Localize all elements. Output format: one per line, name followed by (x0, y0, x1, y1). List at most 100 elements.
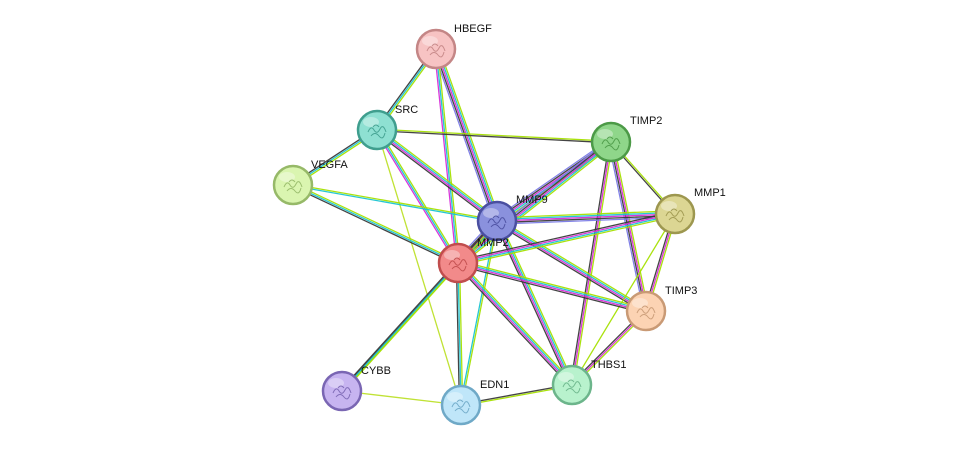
edge-src-mmp2[interactable] (375, 128, 460, 265)
protein-structure-icon (283, 179, 303, 194)
node-circle[interactable] (551, 364, 593, 406)
edge-channel-black (375, 131, 496, 224)
node-label: MMP9 (516, 194, 548, 206)
edge-mmp2-thbs1[interactable] (455, 260, 575, 388)
node-circle[interactable] (321, 370, 363, 412)
edge-mmp2-edn1[interactable] (455, 262, 464, 406)
edge-mmp1-thbs1[interactable] (571, 213, 676, 386)
edge-channel-green (458, 262, 464, 405)
edge-channel-cyan (458, 142, 613, 265)
node-circle[interactable] (415, 28, 457, 70)
node-circle[interactable] (654, 193, 696, 235)
node-circle[interactable] (356, 109, 398, 151)
edge-channel-green (461, 221, 499, 406)
edge-channel-green (378, 127, 499, 220)
node-highlight (661, 201, 677, 211)
protein-structure-icon (636, 305, 656, 320)
edge-src-edn1[interactable] (376, 129, 462, 406)
edge-vegfa-mmp9[interactable] (292, 183, 498, 223)
edge-mmp2-timp3[interactable] (457, 260, 647, 314)
node-edn1[interactable]: EDN1 (440, 379, 509, 426)
protein-structure-icon (332, 385, 352, 400)
node-timp2[interactable]: TIMP2 (590, 115, 662, 163)
edge-hbegf-mmp2[interactable] (433, 48, 461, 264)
edge-timp2-thbs1[interactable] (569, 141, 614, 386)
node-circle[interactable] (625, 290, 667, 332)
node-highlight (483, 208, 499, 218)
protein-structure-icon (665, 208, 685, 223)
edge-channel-cyan (458, 214, 676, 265)
edge-channel-cyan (341, 262, 459, 392)
edge-channel-magenta (496, 213, 676, 222)
edge-channel-black (457, 211, 675, 262)
node-vegfa[interactable]: VEGFA (272, 159, 348, 206)
protein-structure-icon (367, 124, 387, 139)
node-circle[interactable] (437, 242, 479, 284)
edge-channel-green (498, 219, 575, 385)
node-src[interactable]: SRC (356, 104, 418, 151)
node-label: MMP2 (477, 237, 509, 249)
edge-channel-black (340, 261, 458, 391)
node-mmp9[interactable]: MMP9 (476, 194, 548, 242)
edge-channel-black (495, 222, 646, 314)
edge-channel-green (377, 128, 612, 142)
edge-channel-blue (494, 138, 610, 219)
edge-channel-green (459, 260, 575, 384)
edge-channel-magenta (433, 49, 458, 264)
edge-channel-cyan (292, 185, 497, 223)
edge-channel-green (436, 48, 461, 263)
edge-channel-lime (376, 129, 462, 406)
edge-channel-cyan (497, 219, 647, 311)
edge-channel-black (376, 130, 611, 144)
edge-channel-cyan (457, 262, 462, 406)
protein-structure-icon (451, 399, 471, 414)
node-highlight (597, 129, 613, 139)
edge-channel-cyan (496, 211, 675, 221)
edge-channel-green (572, 142, 614, 386)
edge-channel-black (457, 264, 646, 314)
node-circle[interactable] (590, 121, 632, 163)
node-thbs1[interactable]: THBS1 (551, 359, 626, 406)
node-label: HBEGF (454, 23, 492, 35)
node-circle[interactable] (272, 164, 314, 206)
node-label: MMP1 (694, 187, 726, 199)
edge-mmp2-cybb[interactable] (340, 261, 460, 393)
edge-channel-magenta (496, 221, 646, 313)
node-hbegf[interactable]: HBEGF (415, 23, 492, 70)
node-circle[interactable] (476, 200, 518, 242)
edges-layer (291, 47, 678, 407)
edge-channel-cyan (458, 261, 647, 311)
node-timp3[interactable]: TIMP3 (625, 285, 697, 332)
edge-src-mmp9[interactable] (375, 127, 499, 224)
node-label: SRC (395, 104, 418, 116)
edge-channel-magenta (457, 212, 675, 263)
node-highlight (632, 298, 648, 308)
edge-channel-magenta (375, 130, 458, 265)
edge-mmp9-mmp1[interactable] (496, 210, 676, 225)
node-mmp2[interactable]: MMP2 (437, 237, 509, 284)
edge-channel-green (293, 183, 498, 221)
node-highlight (363, 117, 379, 127)
protein-structure-icon (426, 43, 446, 58)
edge-vegfa-mmp2[interactable] (292, 182, 459, 266)
node-cybb[interactable]: CYBB (321, 365, 391, 412)
node-mmp1[interactable]: MMP1 (654, 187, 726, 235)
edge-channel-magenta (376, 130, 497, 223)
protein-structure-icon (562, 379, 582, 394)
node-highlight (328, 378, 344, 388)
edge-mmp9-edn1[interactable] (459, 220, 499, 406)
edge-channel-black (455, 263, 461, 406)
edge-channel-cyan (435, 48, 459, 264)
node-highlight (558, 372, 574, 382)
node-label: VEGFA (311, 159, 348, 171)
edge-channel-cyan (377, 128, 498, 221)
edge-mmp1-mmp2[interactable] (457, 211, 676, 266)
edge-channel-green (571, 213, 676, 386)
edge-channel-green (293, 182, 459, 263)
edge-src-timp2[interactable] (376, 128, 612, 144)
edge-channel-cyan (376, 129, 459, 264)
edge-channel-cyan (459, 220, 497, 405)
edge-mmp9-timp3[interactable] (495, 218, 648, 314)
node-circle[interactable] (440, 384, 482, 426)
